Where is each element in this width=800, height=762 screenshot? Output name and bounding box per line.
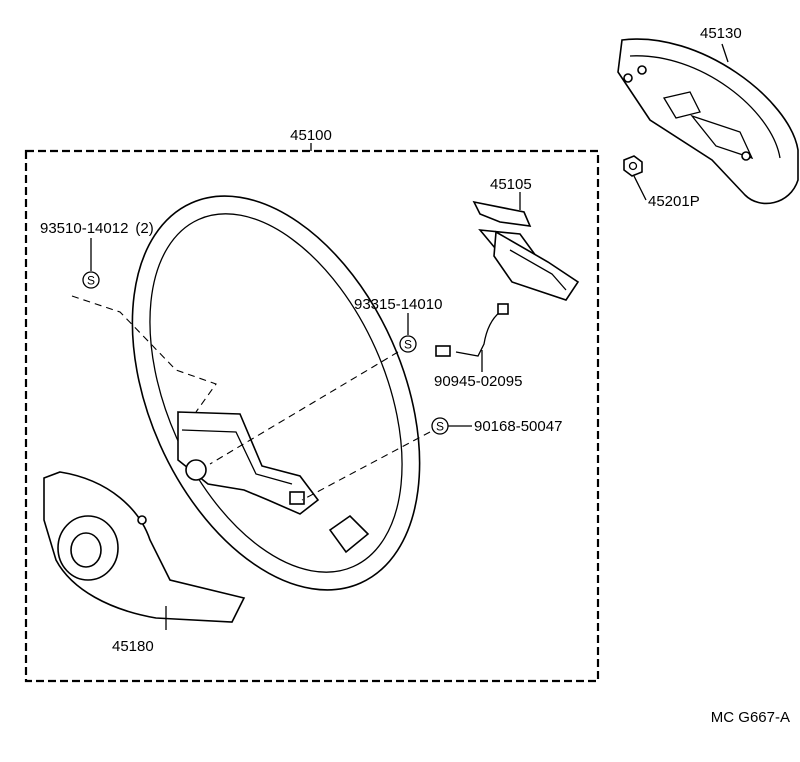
label-45201P: 45201P bbox=[648, 193, 700, 210]
symbol-s-90168-text: S bbox=[436, 420, 444, 434]
label-45180: 45180 bbox=[112, 638, 154, 655]
wire-connector-end bbox=[435, 345, 451, 357]
bracket-45105 bbox=[472, 200, 580, 301]
label-45130: 45130 bbox=[700, 25, 742, 42]
cover-pin bbox=[137, 515, 147, 525]
horn-pad bbox=[617, 38, 799, 205]
label-45100: 45100 bbox=[290, 127, 332, 144]
steering-wheel bbox=[131, 195, 421, 591]
bracket-upper bbox=[472, 200, 532, 227]
horn-pad-brackets bbox=[662, 91, 754, 160]
label-90168-50047: 90168-50047 bbox=[474, 418, 562, 435]
wire-connector-top bbox=[497, 303, 509, 315]
symbol-s-93315-text: S bbox=[404, 338, 412, 352]
dashed-leader-93315 bbox=[209, 351, 399, 465]
wheel-rim-inner bbox=[149, 213, 403, 573]
cover-45180 bbox=[43, 471, 246, 623]
symbol-s-93510 bbox=[82, 271, 100, 289]
reference-code: MC G667-A bbox=[711, 709, 790, 726]
leader-45130 bbox=[721, 43, 729, 63]
dashed-leader-90168 bbox=[301, 431, 431, 501]
wire bbox=[455, 311, 501, 357]
hub-clip bbox=[289, 491, 305, 505]
bracket-detail bbox=[509, 249, 567, 291]
hub-boss bbox=[185, 459, 207, 481]
label-93510-number: 93510-14012 bbox=[40, 220, 128, 237]
cover-hub-inner bbox=[70, 532, 102, 568]
label-45105: 45105 bbox=[490, 176, 532, 193]
label-93315-14010: 93315-14010 bbox=[354, 296, 442, 313]
leader-45201P bbox=[633, 175, 647, 201]
assembly-boundary-box bbox=[24, 149, 600, 683]
nut-hole bbox=[628, 161, 638, 171]
horn-pad-inner-edge bbox=[629, 55, 781, 159]
symbol-s-93315 bbox=[399, 335, 417, 353]
nut bbox=[623, 155, 643, 177]
label-93510-14012: 93510-14012 (2) bbox=[40, 220, 154, 237]
cover-body bbox=[43, 471, 246, 623]
lower-spoke-grip bbox=[328, 514, 370, 554]
horn-pad-pin-3 bbox=[741, 151, 751, 161]
label-90945-02095: 90945-02095 bbox=[434, 373, 522, 390]
label-93510-qty: (2) bbox=[135, 220, 153, 237]
bracket-lower bbox=[493, 230, 580, 301]
symbol-s-93510-text: S bbox=[87, 274, 95, 288]
horn-pad-pin-2 bbox=[637, 65, 647, 75]
dashed-leader-93510 bbox=[71, 295, 217, 413]
wheel-rim-outer bbox=[131, 195, 421, 591]
hub-plate-detail bbox=[181, 429, 293, 485]
horn-pad-pin-1 bbox=[623, 73, 633, 83]
